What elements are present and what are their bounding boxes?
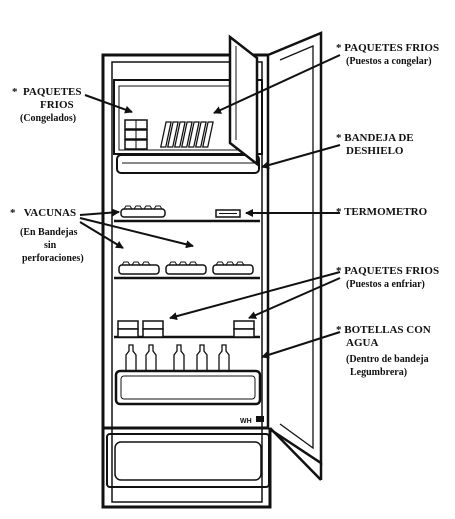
cold-packs-freezing (159, 121, 214, 148)
frozen-cold-packs (124, 119, 148, 150)
label-paquetes-a-enfriar: * PAQUETES FRIOS (Puestos a enfriar) (336, 265, 440, 290)
arrow-botellas (261, 331, 341, 359)
defrost-tray (116, 154, 260, 174)
label-termometro: * TERMOMETRO (336, 206, 428, 218)
arrow-vacunas-3 (79, 221, 124, 249)
arrow-vacunas-1 (79, 208, 120, 217)
arrows (79, 54, 341, 359)
label-vacunas: * VACUNAS (En Bandejas sin perforaciones… (10, 207, 84, 264)
arrow-enfriar-2 (248, 277, 341, 319)
label-botellas-agua: * BOTELLAS CON AGUA (Dentro de bandeja L… (336, 324, 431, 378)
crisper-tray (114, 369, 262, 406)
label-paquetes-congelados: * PAQUETES FRIOS (Congelados) (12, 86, 82, 124)
label-bandeja-deshielo: * BANDEJA DE DESHIELO (336, 132, 414, 157)
label-paquetes-a-congelar: * PAQUETES FRIOS (Puestos a congelar) (336, 42, 440, 67)
arrow-deshielo (261, 144, 341, 169)
cold-packs-cooling (117, 320, 255, 338)
bottom-drawer (103, 426, 270, 488)
thermometer (215, 209, 241, 218)
arrow-vacunas-2 (79, 217, 194, 249)
thermostat-knob (256, 416, 264, 422)
arrow-congelados (84, 94, 133, 114)
thermostat-text: WH (240, 418, 252, 425)
vaccine-trays (118, 205, 254, 275)
shelves (114, 219, 260, 339)
arrow-a-congelar (213, 54, 341, 114)
arrow-enfriar-1 (169, 271, 341, 321)
main-door (266, 31, 323, 481)
water-bottles (125, 344, 230, 372)
